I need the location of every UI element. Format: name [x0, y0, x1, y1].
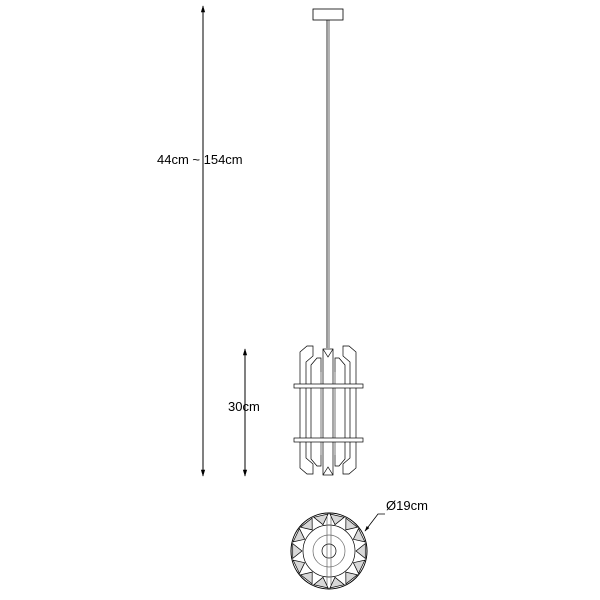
- lamp-plan-view: [290, 512, 368, 590]
- crystal-prism: [352, 559, 366, 575]
- crystal-prism: [299, 571, 313, 585]
- diameter-leader-line: [364, 513, 385, 532]
- crystal-prism: [313, 576, 329, 589]
- diameter-label: Ø19cm: [386, 498, 428, 513]
- crystal-prism: [345, 571, 359, 585]
- crystal-prism: [352, 527, 366, 543]
- crystal-prism: [292, 559, 306, 575]
- crystal-prism: [329, 513, 345, 526]
- total-height-label: 44cm ~ 154cm: [157, 152, 243, 167]
- lamp-shade-side-view: [293, 345, 364, 476]
- crystal-prism: [329, 576, 345, 589]
- crystal-prism: [355, 542, 366, 560]
- crystal-prism: [292, 542, 303, 560]
- shade-height-label: 30cm: [228, 399, 260, 414]
- crystal-prism: [345, 517, 359, 531]
- crystal-prism: [299, 517, 313, 531]
- crystal-prism: [313, 513, 329, 526]
- crystal-prism: [292, 527, 306, 543]
- ceiling-canopy: [312, 8, 344, 21]
